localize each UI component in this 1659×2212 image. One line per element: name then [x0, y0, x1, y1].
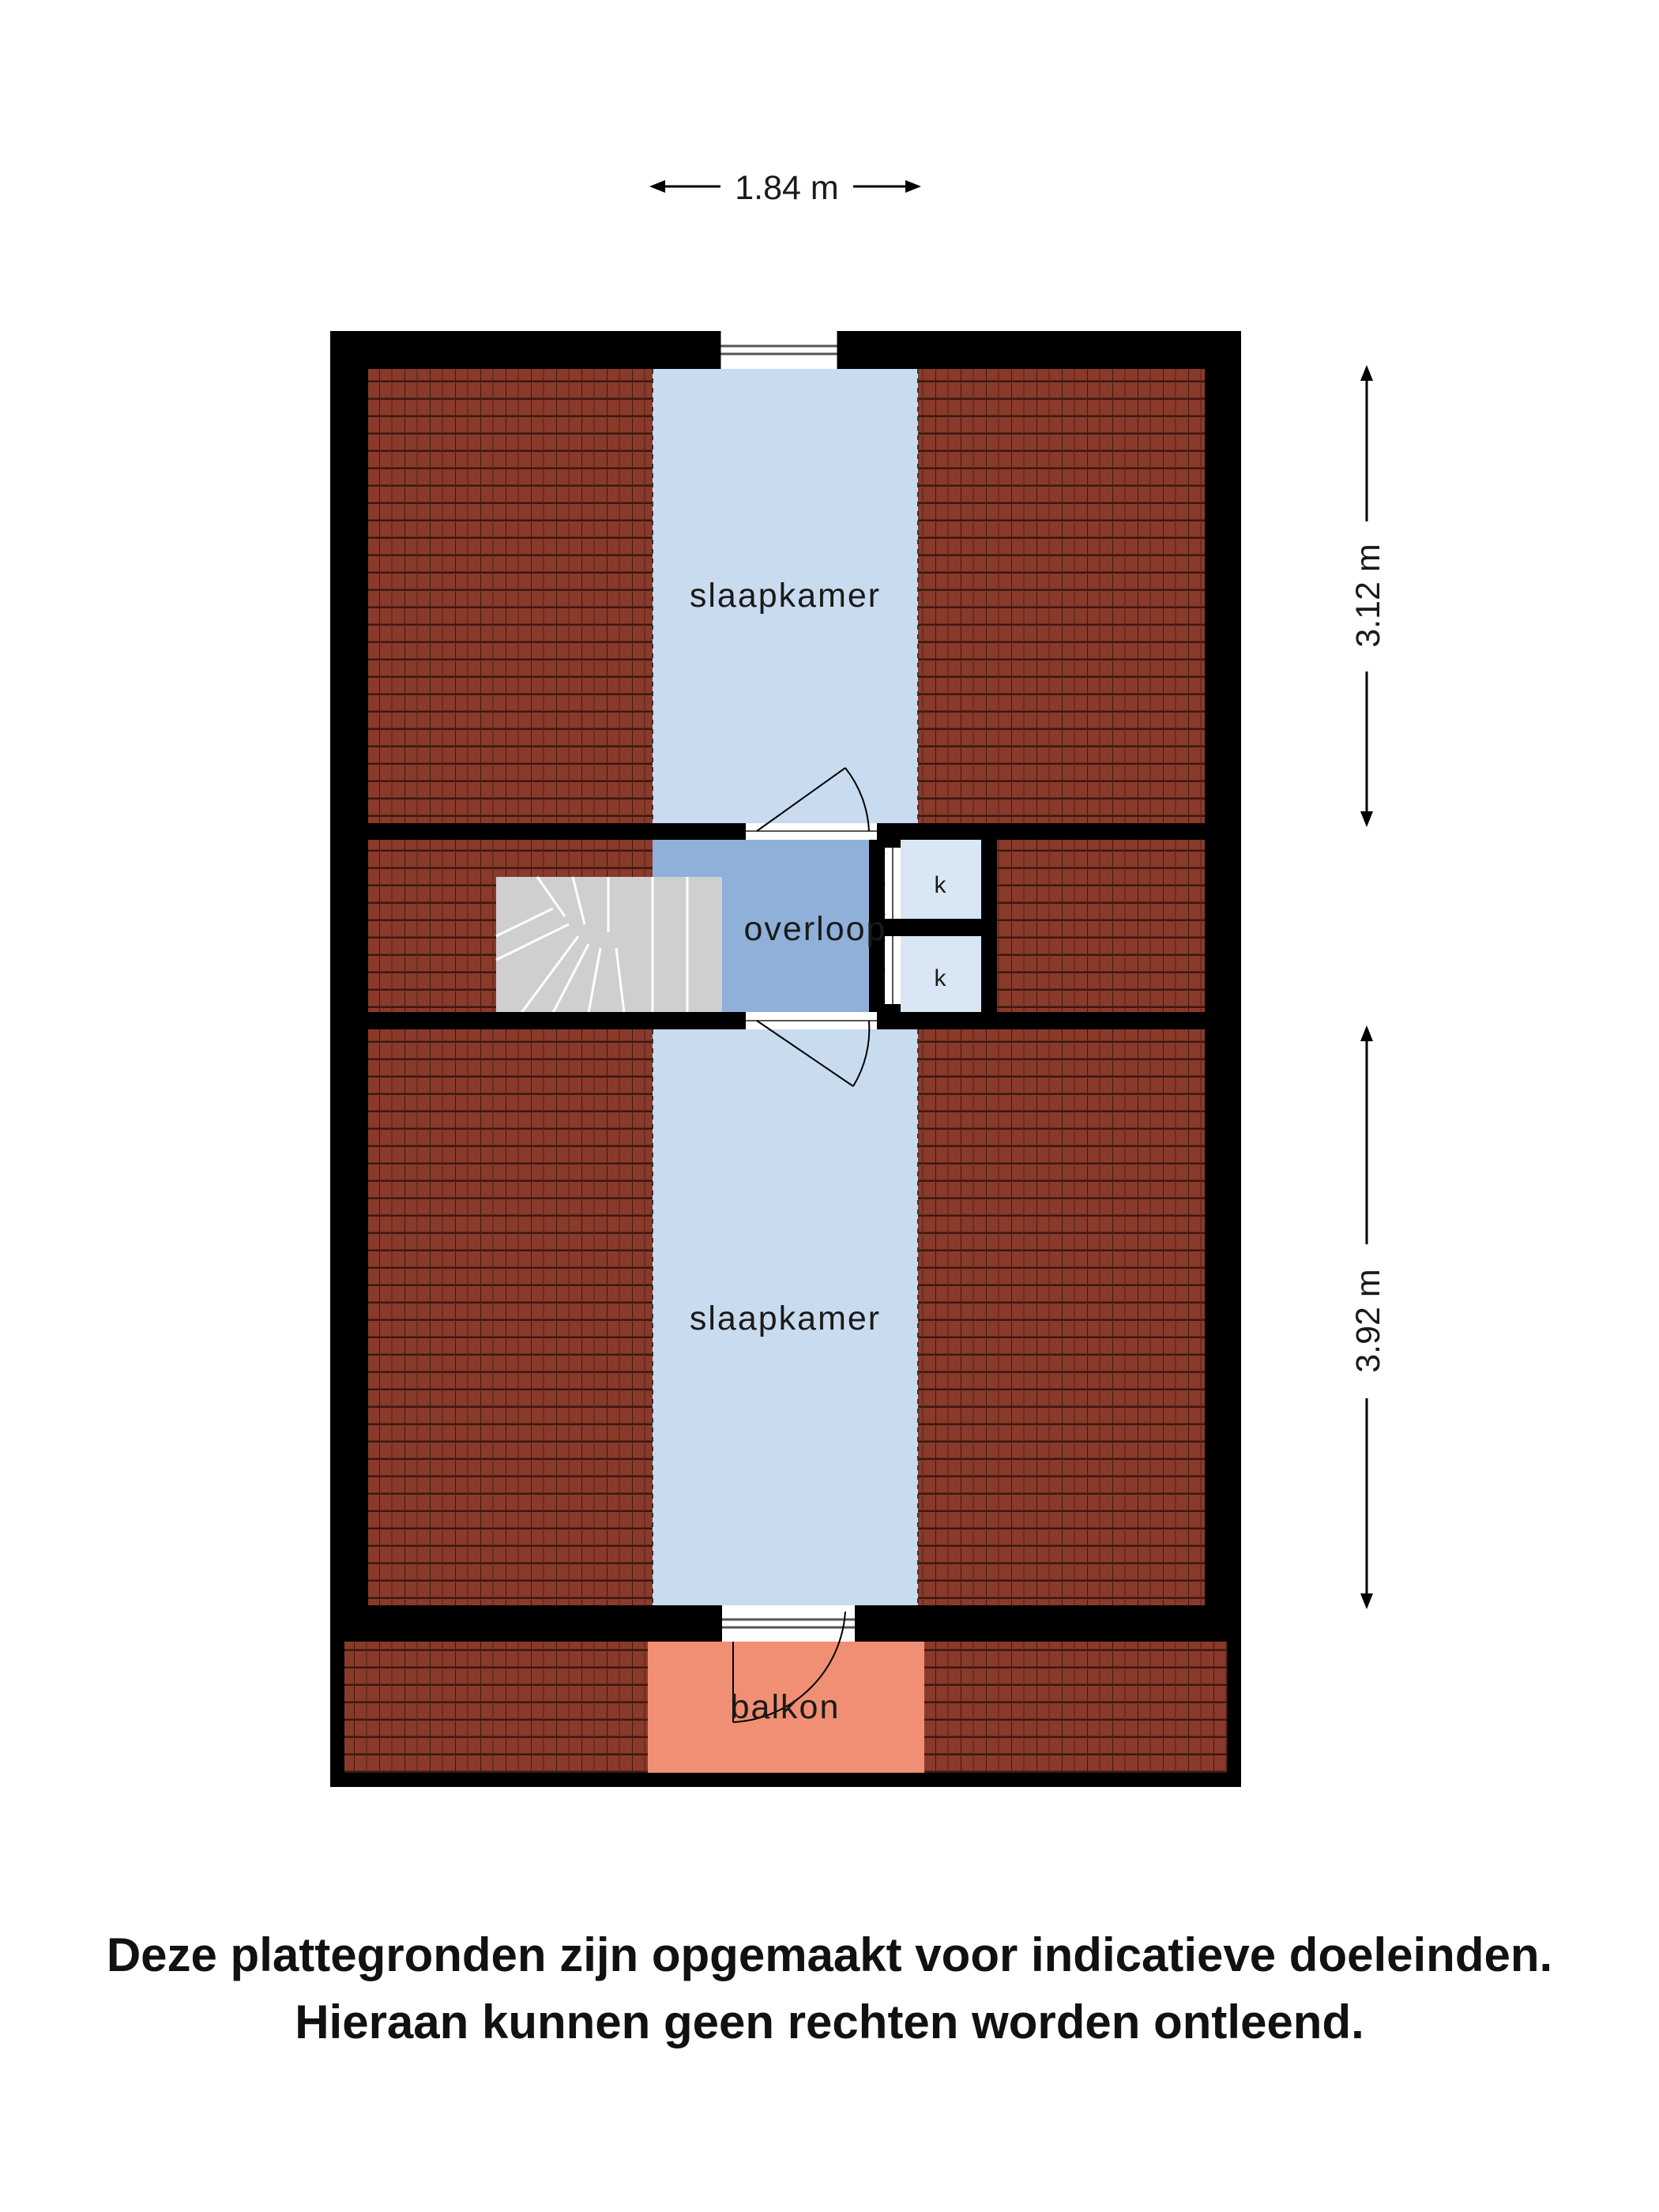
disclaimer-line-2: Hieraan kunnen geen rechten worden ontle… [295, 1996, 1364, 2048]
window-top [718, 331, 840, 369]
room-label-landing: overloop [744, 910, 887, 948]
room-label-upper-bedroom: slaapkamer [690, 577, 881, 615]
upper-bedroom-floor [653, 369, 918, 823]
roof-upper-right [918, 369, 1205, 823]
staircase [495, 876, 722, 1014]
door-closet-top [877, 848, 901, 919]
door-upper-bedroom [746, 767, 877, 840]
dimension-label-upper-depth: 3.12 m [1349, 544, 1387, 647]
roof-lower-left [368, 1029, 653, 1605]
room-label-closet-top: k [935, 872, 947, 898]
interior-walls [344, 823, 1227, 1787]
door-lower-bedroom [746, 1012, 877, 1087]
disclaimer-line-1: Deze plattegronden zijn opgemaakt voor i… [106, 1928, 1553, 1981]
roof-balcony-right [924, 1642, 1227, 1773]
closet-bottom-floor [901, 936, 981, 1012]
lower-bedroom-floor [653, 1029, 918, 1605]
room-label-closet-bottom: k [935, 965, 947, 991]
roof-upper-left [368, 369, 653, 823]
door-balcony [722, 1605, 855, 1723]
door-closet-bottom [877, 936, 901, 1004]
dimension-top: 1.84 m [649, 169, 921, 207]
room-label-lower-bedroom: slaapkamer [690, 1300, 881, 1337]
dimension-lower: 3.92 m [1349, 1025, 1387, 1609]
room-label-balcony: balkon [731, 1688, 841, 1726]
dimension-upper: 3.12 m [1349, 365, 1387, 827]
dimension-label-width: 1.84 m [735, 169, 838, 207]
dimension-label-lower-depth: 3.92 m [1349, 1269, 1387, 1372]
roof-lower-right [918, 1029, 1205, 1605]
closet-top-floor [901, 840, 981, 919]
roof-balcony-left [344, 1642, 648, 1773]
roof-middle-right [997, 840, 1205, 1012]
